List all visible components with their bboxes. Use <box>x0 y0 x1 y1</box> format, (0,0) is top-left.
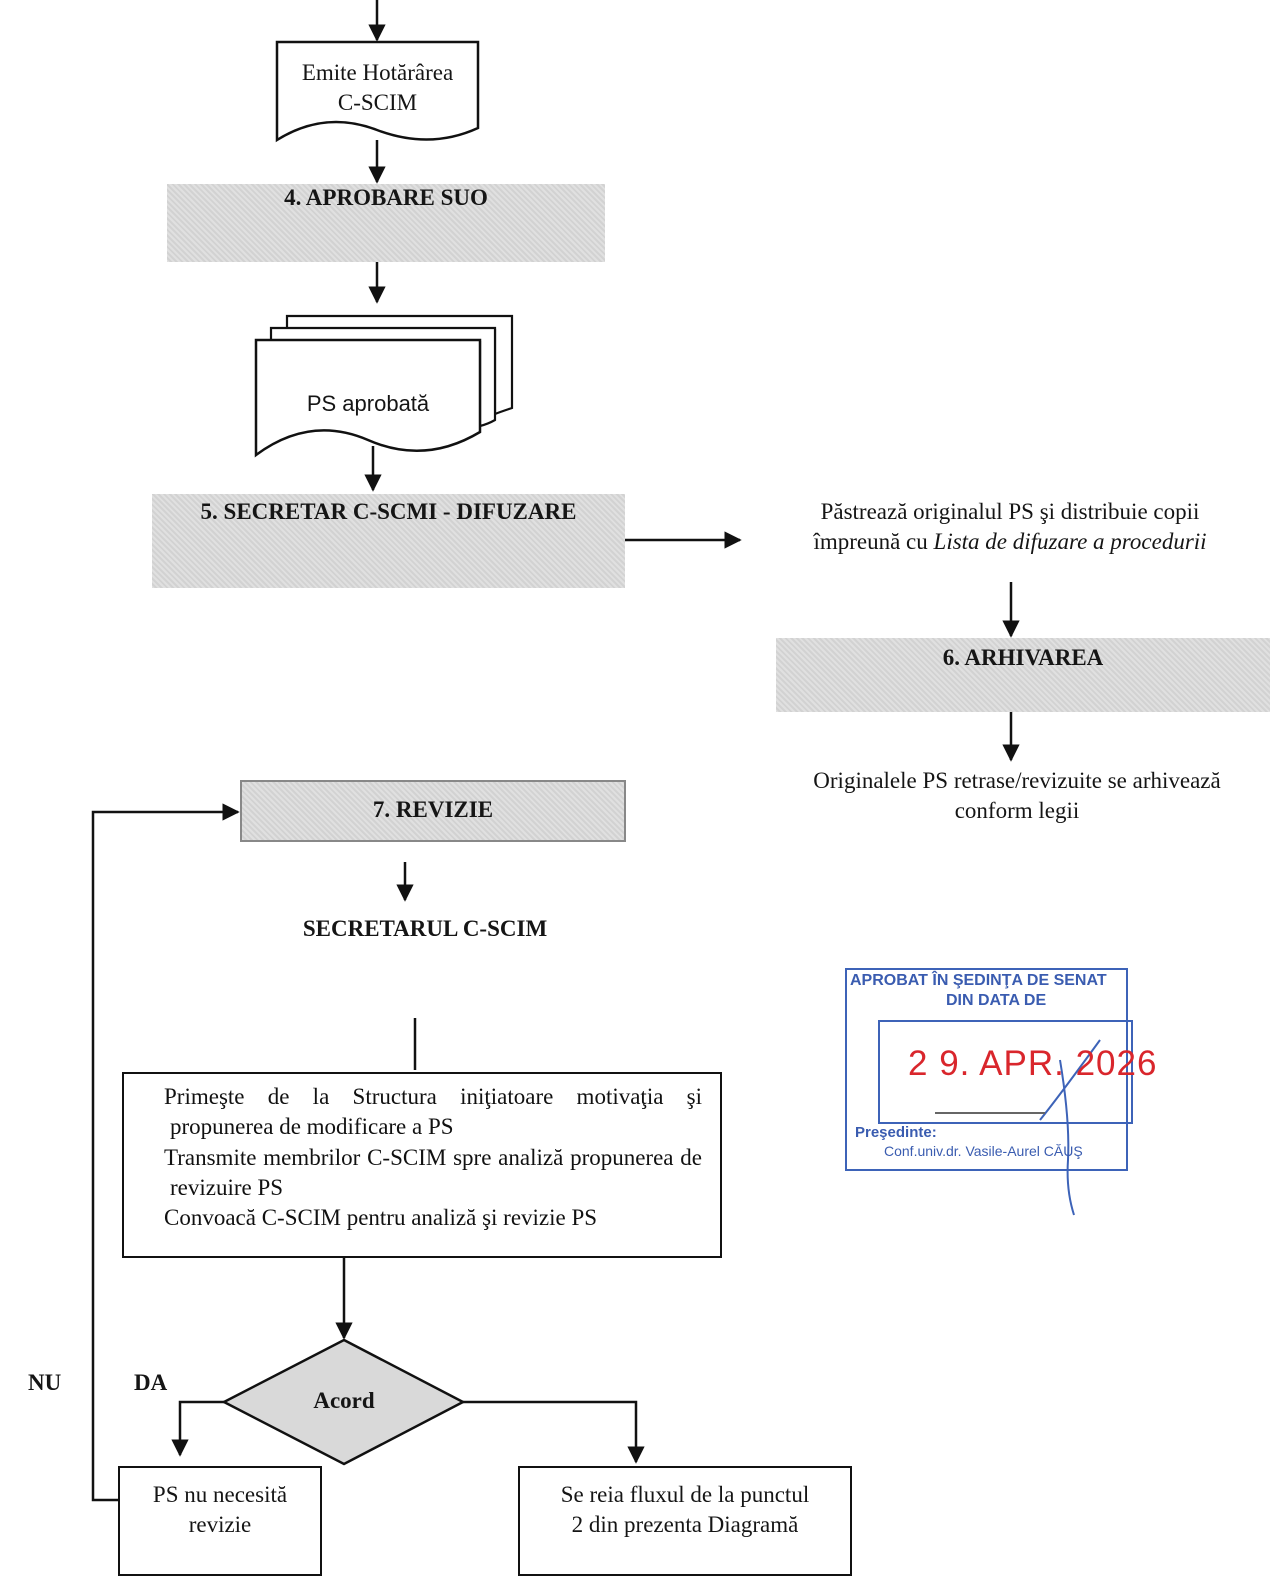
stamp-name: Conf.univ.dr. Vasile-Aurel CĂUŞ <box>884 1143 1083 1159</box>
step-secretar-difuzare-box <box>152 494 625 588</box>
step-arhivarea-box <box>776 638 1270 712</box>
step-originalele-text: Originalele PS retrase/revizuite se arhi… <box>813 768 1221 824</box>
arrow-acord-left-branch <box>171 1400 224 1457</box>
pastreaza-line-2: împreună cu Lista de difuzare a procedur… <box>746 527 1274 557</box>
document-shape-emite <box>275 40 480 143</box>
pastreaza-line-1: Păstrează originalul PS şi distribuie co… <box>820 499 1200 524</box>
step-revizie-label: 7. REVIZIE <box>372 797 494 822</box>
stamp-signature-stroke <box>1039 1039 1101 1216</box>
decision-acord-label: Acord <box>313 1388 375 1413</box>
stamp-role: Preşedinte: <box>855 1124 937 1141</box>
step-ps-nu-necesita-label: PS nu necesită revizie <box>152 1482 288 1538</box>
step-secretar-difuzare-label: 5. SECRETAR C-SCMI - DIFUZARE <box>200 499 577 524</box>
branch-da-label: DA <box>134 1370 168 1395</box>
step-ps-nu-necesita-box <box>118 1466 322 1576</box>
step-emite-hotararea-label: Emite Hotărârea C-SCIM <box>301 60 454 116</box>
stamp-date: 2 9. APR. 2026 <box>908 1044 1158 1083</box>
stamp-signature-line <box>935 1112 1045 1114</box>
step-pastreaza-text: Păstrează originalul PS şi distribuie co… <box>746 497 1274 558</box>
step-ps-aprobata-label: PS aprobată <box>306 391 430 416</box>
step-secretarul-label: SECRETARUL C-SCIM <box>302 916 548 941</box>
primeste-item-3: Convoacă C-SCIM pentru analiză şi revizi… <box>164 1205 598 1231</box>
approval-stamp-date-frame <box>878 1020 1133 1124</box>
decision-diamond <box>221 1338 466 1466</box>
primeste-item-2: Transmite membrilor C-SCIM spre analiză … <box>164 1144 702 1201</box>
multidoc-front <box>254 338 482 458</box>
arrow-loop-back-to-revizie <box>91 803 240 1502</box>
step-revizie-box <box>240 780 626 842</box>
step-aprobare-suo-label: 4. APROBARE SUO <box>284 185 488 210</box>
stamp-line-2: DIN DATA DE <box>946 992 1047 1009</box>
step-se-reia-box <box>518 1466 852 1576</box>
step-primeste-box: Primeşte de la Structura iniţiatoare mot… <box>122 1072 722 1258</box>
step-aprobare-suo-box <box>167 184 605 262</box>
pastreaza-line-2-prefix: împreună cu <box>813 529 934 555</box>
branch-nu-label: NU <box>28 1370 62 1395</box>
arrow-acord-right-branch <box>463 1400 645 1464</box>
step-se-reia-label: Se reia fluxul de la punctul 2 din preze… <box>560 1482 810 1538</box>
stamp-line-1: APROBAT ÎN ŞEDINŢA DE SENAT <box>850 972 1107 989</box>
approval-stamp <box>845 968 1128 1171</box>
primeste-item-1: Primeşte de la Structura iniţiatoare mot… <box>164 1084 702 1140</box>
lista-de-difuzare-italic: Lista de difuzare a procedurii <box>933 529 1207 555</box>
step-arhivarea-label: 6. ARHIVAREA <box>942 645 1104 670</box>
